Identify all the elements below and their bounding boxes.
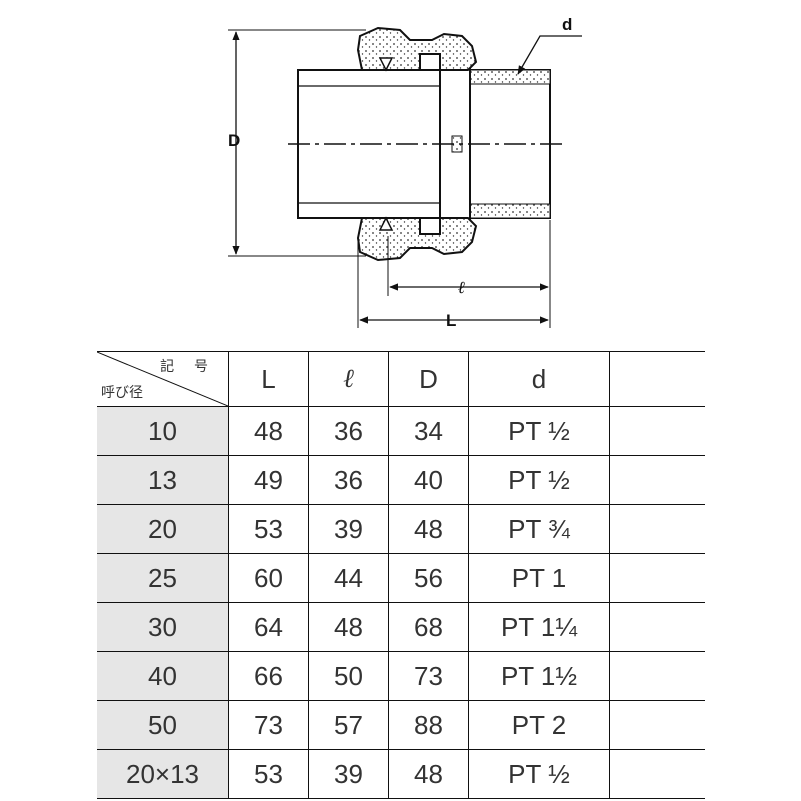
cell-D: 48 [388,504,469,554]
cell-blank [609,602,705,652]
cell-L: 48 [228,406,309,456]
cell-d: PT 1½ [468,651,610,701]
cell-d: PT ½ [468,406,610,456]
cell-size: 40 [97,651,229,701]
table-row: 25 60 44 56 PT 1 [97,553,705,603]
cell-blank [609,455,705,505]
dimension-d-label: d [562,15,572,34]
cell-d: PT ½ [468,455,610,505]
cell-size: 50 [97,700,229,750]
cell-size: 13 [97,455,229,505]
fitting-drawing: D d ℓ L [228,15,582,330]
cell-ell: 57 [308,700,389,750]
dimension-D-label: D [228,131,240,150]
cell-L: 60 [228,553,309,603]
cell-size: 20×13 [97,749,229,799]
header-ell: ℓ [308,351,389,407]
cell-L: 66 [228,651,309,701]
cell-blank [609,553,705,603]
cell-blank [609,406,705,456]
cell-D: 48 [388,749,469,799]
corner-label-size: 呼び径 [101,384,143,400]
cell-d: PT 1¼ [468,602,610,652]
cell-ell: 36 [308,406,389,456]
cell-ell: 48 [308,602,389,652]
cell-size: 20 [97,504,229,554]
cell-D: 40 [388,455,469,505]
table-row: 40 66 50 73 PT 1½ [97,651,705,701]
cell-D: 73 [388,651,469,701]
dimension-L-label: L [446,311,456,330]
seal-ring-top [378,57,394,72]
union-nut-bottom [356,217,478,262]
cell-d: PT ½ [468,749,610,799]
cell-ell: 50 [308,651,389,701]
cell-L: 53 [228,749,309,799]
cell-D: 88 [388,700,469,750]
corner-label-symbol: 記 号 [160,358,216,374]
corner-diagonal [97,352,228,406]
thread-band-bottom [465,203,551,219]
table-row: 20×13 53 39 48 PT ½ [97,749,705,799]
cell-blank [609,700,705,750]
header-L: L [228,351,309,407]
table-row: 20 53 39 48 PT ¾ [97,504,705,554]
cell-L: 49 [228,455,309,505]
cell-size: 10 [97,406,229,456]
cell-L: 73 [228,700,309,750]
cell-blank [609,504,705,554]
dimension-d-leader [517,35,582,75]
spec-table: 記 号 呼び径 L ℓ D d 10 48 36 34 PT ½ 13 49 3… [97,351,705,799]
corner-cell: 記 号 呼び径 [97,351,229,407]
cell-D: 34 [388,406,469,456]
header-d: d [468,351,610,407]
header-D: D [388,351,469,407]
header-blank [609,351,705,407]
cell-d: PT 2 [468,700,610,750]
cell-size: 25 [97,553,229,603]
cell-ell: 36 [308,455,389,505]
cell-blank [609,749,705,799]
cell-d: PT ¾ [468,504,610,554]
table-header-row: 記 号 呼び径 L ℓ D d [97,351,705,407]
cell-size: 30 [97,602,229,652]
table-row: 50 73 57 88 PT 2 [97,700,705,750]
cell-ell: 39 [308,749,389,799]
dimension-ell-label: ℓ [458,278,465,298]
table-row: 10 48 36 34 PT ½ [97,406,705,456]
cell-d: PT 1 [468,553,610,603]
seal-ring-bottom [378,216,394,231]
table-row: 30 64 48 68 PT 1¼ [97,602,705,652]
cell-blank [609,651,705,701]
cell-ell: 39 [308,504,389,554]
union-nut-top [356,26,478,71]
cell-ell: 44 [308,553,389,603]
cell-L: 53 [228,504,309,554]
cell-D: 68 [388,602,469,652]
table-row: 13 49 36 40 PT ½ [97,455,705,505]
cell-L: 64 [228,602,309,652]
thread-band-top [465,69,551,85]
cell-D: 56 [388,553,469,603]
